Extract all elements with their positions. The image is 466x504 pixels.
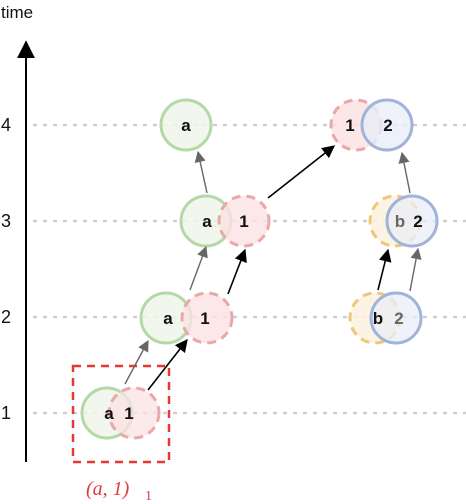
- node-t1-1: [107, 386, 161, 440]
- node-t1-a-label: a: [104, 404, 114, 423]
- node-t4-1-label: 1: [345, 116, 354, 135]
- arrow-1-t2-t3: [227, 248, 247, 295]
- arrow-1-t1-t2: [147, 338, 188, 391]
- arrow-a-t2-t3: [189, 245, 208, 291]
- arrow-2-t3-t4: [398, 151, 411, 194]
- node-t2-2: [369, 291, 423, 345]
- node-t2-1-label: 1: [200, 309, 209, 328]
- axis-title: time: [1, 3, 33, 22]
- node-t3-a-label: a: [202, 212, 212, 231]
- node-t4-2: [360, 98, 414, 152]
- node-t3-1-label: 1: [239, 212, 248, 231]
- arrow-2-t2-t3: [409, 247, 422, 292]
- node-t3-2: [385, 194, 439, 248]
- node-t4-a-label: a: [181, 116, 191, 135]
- node-t2-2-label: 2: [394, 309, 403, 328]
- tick-label-3: 3: [1, 211, 11, 231]
- arrow-1-t3-t4: [267, 145, 336, 199]
- tick-label-2: 2: [1, 307, 11, 327]
- node-t2-1: [180, 291, 234, 345]
- node-t4-2-label: 2: [383, 116, 392, 135]
- node-t3-b-label: b: [395, 212, 405, 231]
- caption-label: (a, 1): [86, 478, 130, 500]
- node-t2-a-label: a: [163, 309, 173, 328]
- node-t4-a: [159, 98, 213, 152]
- node-t3-2-label: 2: [413, 212, 422, 231]
- arrow-a-t3-t4: [194, 150, 208, 194]
- node-t2-b-label: b: [373, 309, 383, 328]
- tick-label-1: 1: [1, 403, 11, 423]
- arrow-b-t2-t3: [377, 248, 392, 291]
- tick-label-4: 4: [1, 115, 11, 135]
- node-t3-1: [217, 194, 271, 248]
- caption-subscript: 1: [145, 489, 152, 504]
- node-t1-1-label: 1: [124, 404, 133, 423]
- highlight-box: [71, 364, 171, 464]
- arrow-a-t1-t2: [124, 340, 149, 385]
